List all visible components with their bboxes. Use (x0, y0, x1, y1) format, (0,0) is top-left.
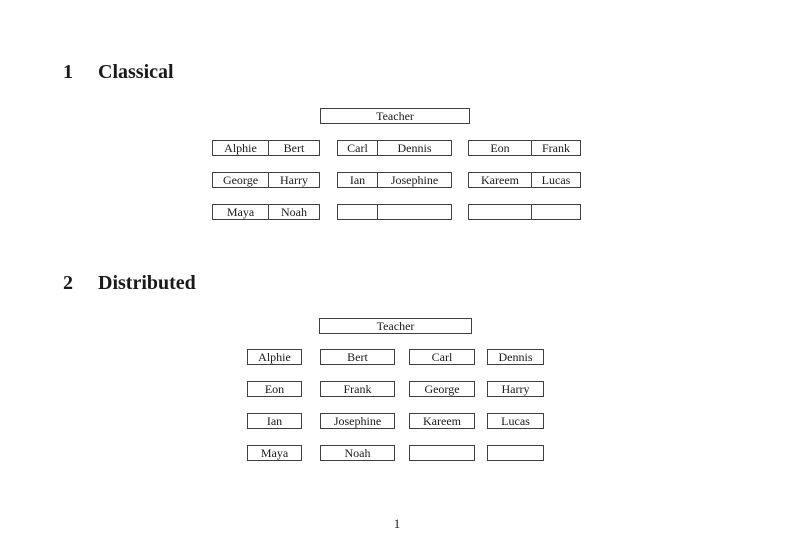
seat: Carl (338, 141, 378, 155)
seat-empty (378, 205, 451, 219)
seat-box: Lucas (487, 413, 544, 429)
seat-empty (469, 205, 532, 219)
seat: Kareem (469, 173, 532, 187)
seat: Josephine (390, 173, 439, 187)
seat-box: Maya (247, 445, 302, 461)
seat-box: Dennis (487, 349, 544, 365)
seat-box: Frank (320, 381, 395, 397)
section-number: 2 (63, 272, 73, 294)
seat: Eon (469, 141, 532, 155)
seat: George (213, 173, 269, 187)
desk: Ian Josephine (337, 172, 452, 188)
seat-empty (338, 205, 378, 219)
seat: Alphie (213, 141, 269, 155)
seat: Bert (283, 141, 305, 155)
teacher-box: Teacher (319, 318, 472, 334)
desk (337, 204, 452, 220)
seat: Frank (542, 141, 570, 155)
seat-box: Eon (247, 381, 302, 397)
section-heading-distributed: 2 Distributed (63, 273, 196, 293)
desk (468, 204, 581, 220)
seat-box: Kareem (409, 413, 475, 429)
seat-box: Alphie (247, 349, 302, 365)
section-heading-classical: 1 Classical (63, 62, 174, 82)
desk: Alphie Bert (212, 140, 320, 156)
seat-box: George (409, 381, 475, 397)
seat: Lucas (541, 173, 571, 187)
section-title: Distributed (98, 272, 196, 294)
seat: Noah (281, 205, 307, 219)
seat: Harry (280, 173, 308, 187)
desk: Kareem Lucas (468, 172, 581, 188)
desk: George Harry (212, 172, 320, 188)
desk: Carl Dennis (337, 140, 452, 156)
seat: Dennis (397, 141, 432, 155)
seat-empty (532, 205, 580, 219)
page-number: 1 (393, 516, 401, 531)
desk: Eon Frank (468, 140, 581, 156)
teacher-box: Teacher (320, 108, 470, 124)
seat: Ian (338, 173, 378, 187)
section-title: Classical (98, 61, 174, 83)
section-number: 1 (63, 61, 73, 83)
seat-box: Noah (320, 445, 395, 461)
seat-box: Ian (247, 413, 302, 429)
seat: Maya (213, 205, 269, 219)
seat-box: Harry (487, 381, 544, 397)
seat-box: Josephine (320, 413, 395, 429)
seat-box-empty (409, 445, 475, 461)
seat-box: Carl (409, 349, 475, 365)
seat-box: Bert (320, 349, 395, 365)
desk: Maya Noah (212, 204, 320, 220)
seat-box-empty (487, 445, 544, 461)
